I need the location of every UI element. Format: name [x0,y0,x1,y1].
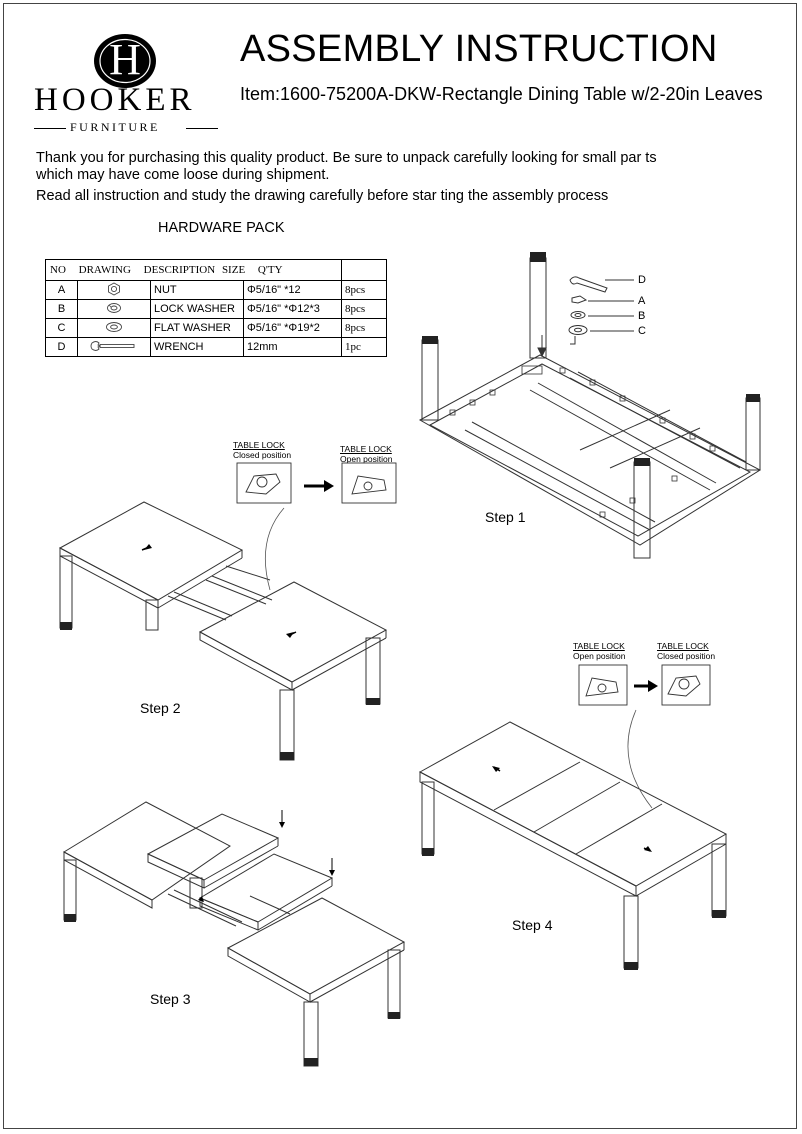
step1-label: Step 1 [485,509,526,525]
step2-lock-to-title: TABLE LOCK [340,444,392,454]
row-qty: 8pcs [341,280,387,300]
brand-sub-line-right [186,128,218,129]
header-qty: Q'TY [257,264,283,276]
step4-lock-from-title: TABLE LOCK [573,641,625,651]
table-row: B LOCK WASHER Φ5/16" *Φ12*3 8pcs [45,299,387,319]
header-size: SIZE [221,264,246,276]
step4-drawing [418,709,728,970]
callout-d: D [638,274,646,286]
row-size: Φ5/16" *12 [243,280,342,300]
hooker-logo-icon [94,34,156,88]
intro-line-3: Read all instruction and study the drawi… [36,188,609,204]
row-size: Φ5/16" *Φ12*3 [243,299,342,319]
row-size: 12mm [243,337,342,357]
table-row: C FLAT WASHER Φ5/16" *Φ19*2 8pcs [45,318,387,338]
brand-sub: FURNITURE [70,120,160,134]
hardware-title: HARDWARE PACK [158,220,285,236]
step4-lock-to-state: Closed position [657,651,716,661]
step2-lock-from-state: Closed position [233,450,292,460]
row-qty: 8pcs [341,299,387,319]
step2-drawing [58,501,388,761]
row-no: B [45,299,78,319]
logo-letter: H [109,35,141,84]
table-row: D WRENCH 12mm 1pc [45,337,387,357]
row-description: NUT [150,280,244,300]
brand-name: HOOKER [34,82,196,118]
intro-line-2: which may have come loose during shipmen… [36,167,330,183]
step2-lock-to-state: Open position [340,454,393,464]
nut-icon [108,281,120,296]
row-qty: 1pc [341,337,387,357]
table-row: A NUT Φ5/16" *12 8pcs [45,280,387,300]
row-no: D [45,337,78,357]
brand-sub-line-left [34,128,66,129]
row-size: Φ5/16" *Φ19*2 [243,318,342,338]
intro-line-1: Thank you for purchasing this quality pr… [36,150,657,166]
row-description: FLAT WASHER [150,318,244,338]
row-qty: 8pcs [341,318,387,338]
step4-lock-from-label: TABLE LOCK Open position [573,641,625,661]
row-description: LOCK WASHER [150,299,244,319]
callout-c: C [638,325,646,337]
page-title: ASSEMBLY INSTRUCTION [240,28,718,70]
header-description: DESCRIPTION [143,264,216,276]
step4-lock-to-label: TABLE LOCK Closed position [657,641,715,661]
step1-drawing [418,252,762,559]
row-no: A [45,280,78,300]
step2-lock-from-title: TABLE LOCK [233,440,285,450]
row-no: C [45,318,78,338]
header-no: NO [50,264,66,276]
step2-label: Step 2 [140,700,181,716]
step2-lock-from-label: TABLE LOCK Closed position [233,440,291,460]
step4-label: Step 4 [512,917,553,933]
page-frame [3,3,797,1129]
step3-drawing [63,801,406,1067]
hardware-table: NO DRAWING DESCRIPTION SIZE Q'TY A NUT Φ… [45,259,387,357]
callout-b: B [638,310,646,322]
wrench-icon [90,340,135,351]
step2-lock-icons [236,462,397,504]
item-description: Item:1600-75200A-DKW-Rectangle Dining Ta… [240,84,763,104]
step4-lock-from-state: Open position [573,651,626,661]
step2-lock-to-label: TABLE LOCK Open position [340,444,392,464]
flat-washer-icon [106,321,122,332]
lock-washer-icon [107,302,121,313]
hardware-header-row: NO DRAWING DESCRIPTION SIZE Q'TY [45,259,387,281]
row-description: WRENCH [150,337,244,357]
step4-lock-icons [578,664,711,706]
step3-label: Step 3 [150,991,191,1007]
callout-a: A [638,295,646,307]
header-drawing: DRAWING [78,264,131,276]
step4-lock-to-title: TABLE LOCK [657,641,709,651]
